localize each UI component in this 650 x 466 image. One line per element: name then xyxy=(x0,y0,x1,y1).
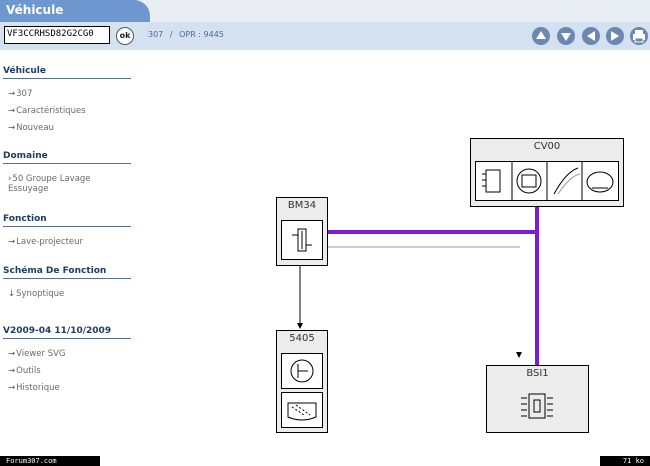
component-label: BSI1 xyxy=(526,368,549,379)
sidebar-item-wash-group[interactable]: ›50 Groupe Lavage Essuyage xyxy=(8,174,118,194)
breadcrumb-operation: OPR : 9445 xyxy=(179,30,224,39)
ok-button[interactable]: ok xyxy=(116,27,134,45)
fuse-box-icon xyxy=(292,228,312,252)
footer-size-label: 71 ko xyxy=(600,456,650,466)
sidebar-item-svg-viewer[interactable]: →Viewer SVG xyxy=(8,349,66,359)
section-divider xyxy=(3,278,131,279)
vin-input[interactable]: VF3CCRHSD82G2CG0 xyxy=(4,26,110,44)
component-label: BM34 xyxy=(287,200,317,211)
sidebar-item-characteristics[interactable]: →Caractéristiques xyxy=(8,106,86,116)
component-symbols xyxy=(281,220,323,260)
component-cv00[interactable]: CV00 xyxy=(470,138,624,207)
section-title-domain: Domaine xyxy=(3,151,48,161)
arrow-right-icon: → xyxy=(8,89,16,99)
back-button[interactable] xyxy=(582,27,600,45)
sidebar-item-label: Viewer SVG xyxy=(16,349,66,359)
sidebar-item-headlamp-washer[interactable]: →Lave-projecteur xyxy=(8,237,83,247)
top-tab-strip: Véhicule xyxy=(0,0,650,22)
washer-nozzle-icon xyxy=(287,402,317,421)
down-button[interactable] xyxy=(557,27,575,45)
component-symbol-pump xyxy=(281,353,323,389)
arrow-head-icon xyxy=(516,352,522,358)
section-title-version: V2009-04 11/10/2009 xyxy=(3,326,112,336)
breadcrumb: 307 / OPR : 9445 xyxy=(148,30,228,39)
sidebar-item-307[interactable]: →307 xyxy=(8,89,32,99)
arrow-down-icon: ↓ xyxy=(8,289,16,299)
sidebar-item-label: 307 xyxy=(16,89,33,99)
vehicle-tab-label: Véhicule xyxy=(6,3,64,17)
sidebar-item-synoptic[interactable]: ↓Synoptique xyxy=(8,289,64,299)
sidebar-item-new[interactable]: →Nouveau xyxy=(8,123,54,133)
sidebar-item-tools[interactable]: →Outils xyxy=(8,366,41,376)
status-bar xyxy=(0,454,650,466)
sidebar-item-label: Nouveau xyxy=(16,123,54,133)
arrow-right-icon: → xyxy=(8,123,16,133)
component-label: CV00 xyxy=(533,141,561,152)
footer-site-label: Forum307.com xyxy=(0,456,100,466)
component-5405[interactable]: 5405 xyxy=(276,330,328,433)
sidebar-item-label: Lave-projecteur xyxy=(16,237,84,247)
sidebar-item-label: Caractéristiques xyxy=(16,106,86,116)
up-icon xyxy=(536,31,546,39)
header-toolbar: VF3CCRHSD82G2CG0 ok 307 / OPR : 9445 xyxy=(0,22,650,50)
component-symbols xyxy=(475,161,619,201)
section-divider xyxy=(3,226,131,227)
sidebar: Véhicule →307 →Caractéristiques →Nouveau… xyxy=(0,50,140,454)
arrow-right-icon: → xyxy=(8,383,16,393)
section-divider xyxy=(3,78,131,79)
back-icon xyxy=(587,31,595,41)
up-button[interactable] xyxy=(532,27,550,45)
component-symbol-nozzle xyxy=(281,392,323,428)
arrow-head-icon xyxy=(297,323,303,329)
chevron-right-icon: › xyxy=(8,174,12,184)
sidebar-item-label: Synoptique xyxy=(16,289,65,299)
section-title-function: Fonction xyxy=(3,214,47,224)
forward-button[interactable] xyxy=(606,27,624,45)
section-title-schema: Schéma De Fonction xyxy=(3,266,107,276)
pump-motor-icon xyxy=(290,359,314,383)
print-button[interactable] xyxy=(630,27,648,45)
arrow-right-icon: → xyxy=(8,237,16,247)
component-label: 5405 xyxy=(289,333,315,344)
switch-symbols-icon xyxy=(482,162,614,200)
breadcrumb-separator: / xyxy=(169,30,173,39)
down-icon xyxy=(561,33,571,41)
component-bm34[interactable]: BM34 xyxy=(276,197,328,266)
sidebar-item-history[interactable]: →Historique xyxy=(8,383,60,393)
component-symbols xyxy=(497,388,578,426)
forward-icon xyxy=(611,31,619,41)
print-icon xyxy=(633,30,645,43)
component-bsi1[interactable]: BSI1 xyxy=(486,365,589,433)
sidebar-item-label: Outils xyxy=(16,366,41,376)
section-title-vehicle: Véhicule xyxy=(3,66,47,76)
bsi-module-icon xyxy=(521,393,553,419)
breadcrumb-vehicle[interactable]: 307 xyxy=(148,30,164,39)
sidebar-item-label: 50 Groupe Lavage Essuyage xyxy=(8,174,91,194)
arrow-right-icon: → xyxy=(8,349,16,359)
sidebar-item-label: Historique xyxy=(16,383,60,393)
vehicle-tab[interactable]: Véhicule xyxy=(0,0,150,22)
section-divider xyxy=(3,338,131,339)
section-divider xyxy=(3,163,131,164)
arrow-right-icon: → xyxy=(8,366,16,376)
arrow-right-icon: → xyxy=(8,106,16,116)
